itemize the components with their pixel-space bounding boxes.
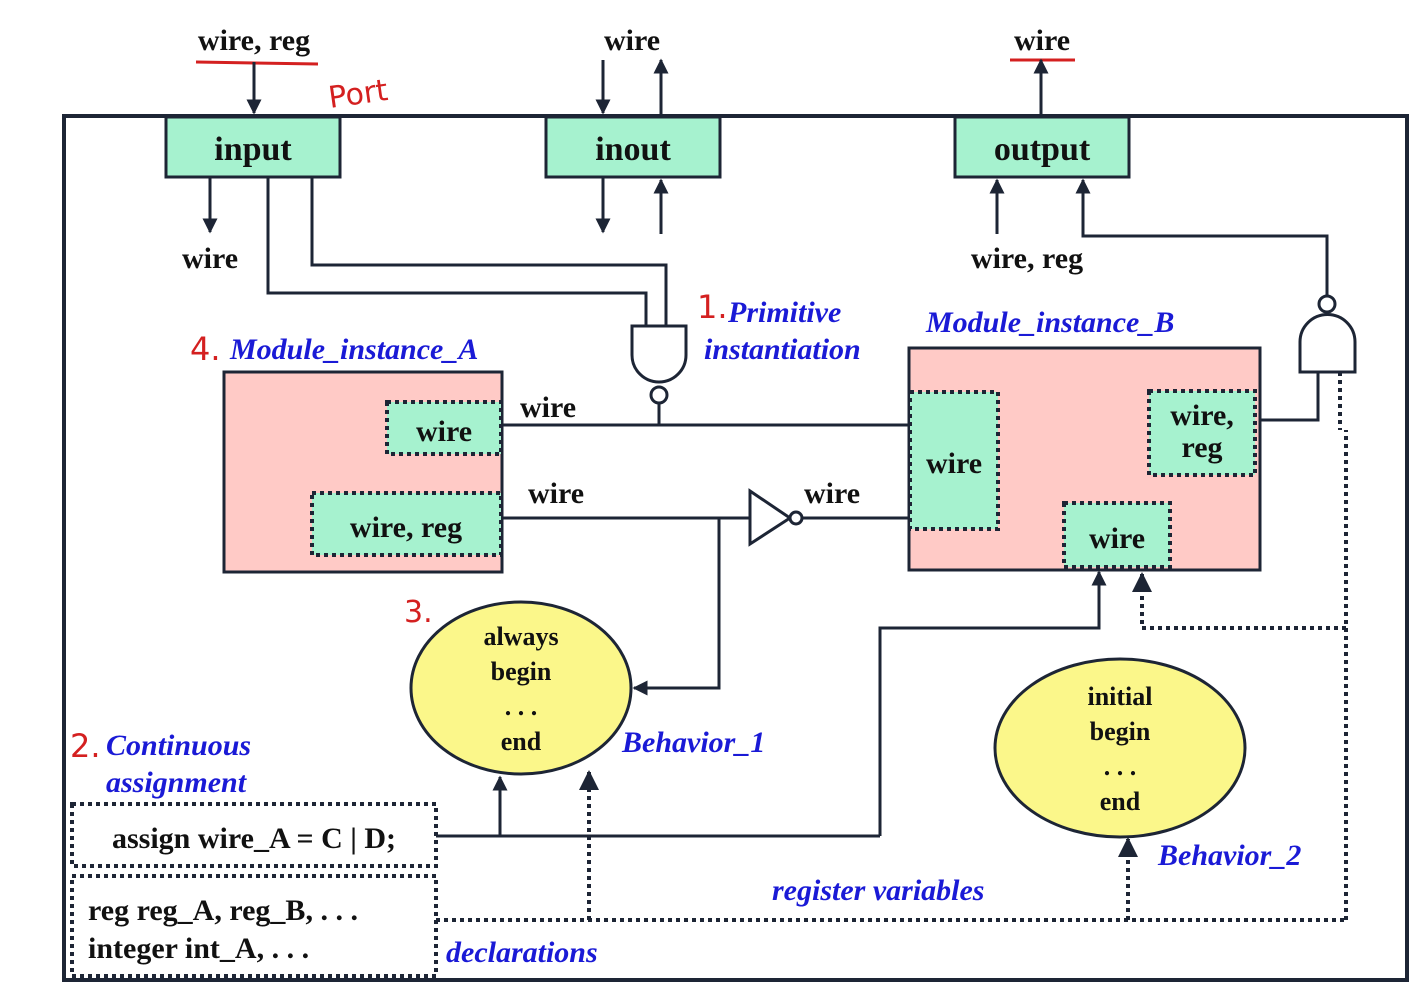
continuous-label-2: assignment xyxy=(106,766,248,799)
wire-top-label: wire xyxy=(520,391,576,424)
inout-external-label: wire xyxy=(604,24,660,57)
behavior-2-line-2: begin xyxy=(1090,717,1151,746)
output-port xyxy=(953,115,1131,179)
input-external-label: wire, reg xyxy=(198,24,310,57)
annotation-1: 1. xyxy=(697,288,728,326)
primitive-label-2: instantiation xyxy=(704,333,861,366)
behavior-2-line-4: end xyxy=(1100,787,1141,816)
annotation-2: 2. xyxy=(70,727,101,765)
nand2-bubble xyxy=(1317,294,1337,314)
behavior-2-line-1: initial xyxy=(1087,682,1152,711)
module-boundary xyxy=(62,114,1409,982)
nand-gate-primitive xyxy=(630,324,688,384)
output-port-label: output xyxy=(994,131,1091,168)
port-annotation: Port xyxy=(326,73,390,116)
inout-port xyxy=(544,115,722,179)
red-underline-input xyxy=(195,60,319,66)
module-a-net-wire xyxy=(385,400,503,456)
gate2-to-output xyxy=(1075,178,1329,296)
regvar-to-module-b xyxy=(1132,572,1346,630)
behavior-1-label: Behavior_1 xyxy=(621,726,765,759)
module-a-net-wire-reg xyxy=(310,491,503,557)
behavior-1-line-3: . . . xyxy=(505,692,538,721)
declarations-line-1: reg reg_A, reg_B, . . . xyxy=(88,894,358,927)
behavior-1-line-1: always xyxy=(483,622,558,651)
gate2-input-a xyxy=(1260,372,1320,422)
behavior-1-line-2: begin xyxy=(491,657,552,686)
wire-to-behavior-1 xyxy=(632,518,721,696)
inverter-bubble xyxy=(788,510,804,526)
input-internal-wire-label: wire xyxy=(182,242,238,275)
assign-to-module-b xyxy=(878,570,1107,836)
module-b-net-right-label-1: wire, xyxy=(1170,399,1234,432)
module-b-net-right-label-2: reg xyxy=(1181,431,1222,464)
behavior-1-block xyxy=(409,600,633,776)
module-b-net-left xyxy=(908,390,1000,531)
module-b-net-bottom xyxy=(1062,501,1172,569)
behavior-2-line-3: . . . xyxy=(1104,752,1137,781)
wire-inverter-out-label: wire xyxy=(804,477,860,510)
wire-mid-label: wire xyxy=(528,477,584,510)
continuous-label-1: Continuous xyxy=(106,729,251,762)
input-line-a xyxy=(266,178,648,326)
input-port-label: input xyxy=(214,131,292,168)
declarations-box xyxy=(70,874,438,978)
nand-gate-bubble xyxy=(649,385,669,405)
output-internal-label: wire, reg xyxy=(971,242,1083,275)
module-b-net-bottom-label: wire xyxy=(1089,522,1145,555)
output-external-label: wire xyxy=(1014,24,1070,57)
inverter xyxy=(748,488,793,547)
annotation-4: 4. xyxy=(190,330,221,368)
behavior-1-line-4: end xyxy=(501,727,542,756)
module-b-net-right xyxy=(1147,389,1257,477)
register-variables-label: register variables xyxy=(772,874,984,907)
continuous-assignment-code: assign wire_A = C | D; xyxy=(112,822,396,855)
declarations-line-2: integer int_A, . . . xyxy=(88,932,309,965)
input-port xyxy=(164,115,342,179)
input-line-b xyxy=(310,178,668,326)
module-a-title: Module_instance_A xyxy=(229,333,478,366)
module-a-net-wire-reg-label: wire, reg xyxy=(350,511,462,544)
declarations-label: declarations xyxy=(446,936,598,969)
module-b-title: Module_instance_B xyxy=(925,306,1174,339)
nand-gate-2 xyxy=(1298,313,1357,374)
module-b-net-left-label: wire xyxy=(926,447,982,480)
behavior-2-label: Behavior_2 xyxy=(1157,839,1301,872)
inout-port-label: inout xyxy=(595,131,671,168)
annotation-3: 3. xyxy=(404,595,433,630)
module-a-net-wire-label: wire xyxy=(416,415,472,448)
primitive-label-1: Primitive xyxy=(727,296,841,329)
